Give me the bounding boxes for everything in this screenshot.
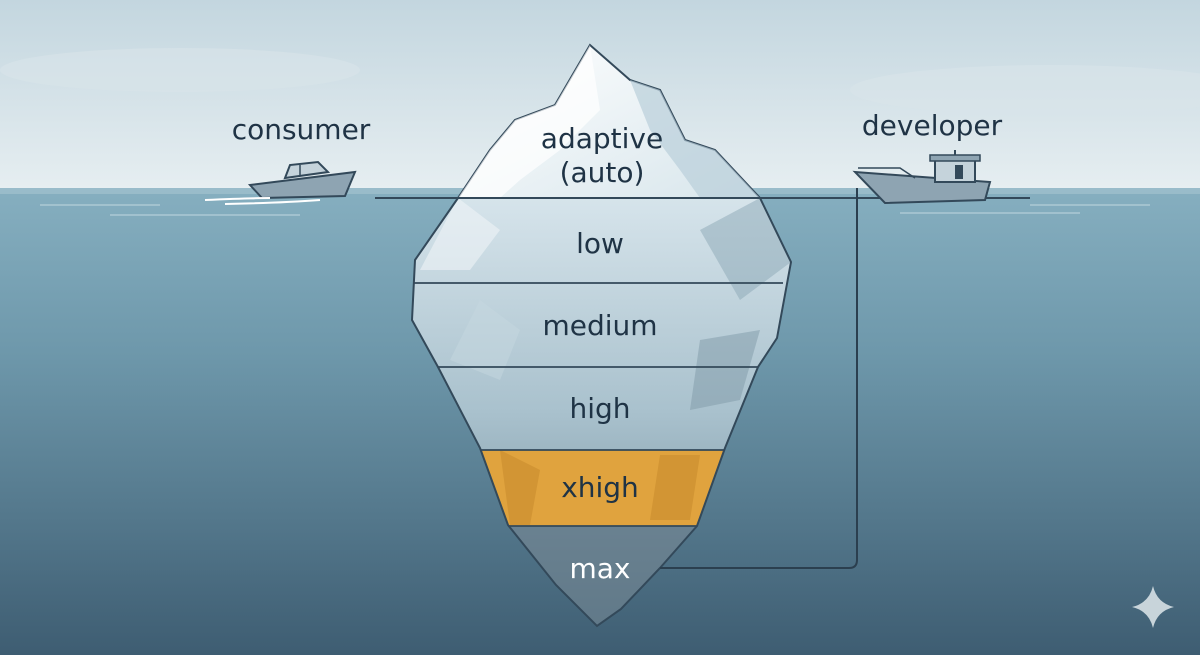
developer-boat <box>852 150 992 205</box>
developer-label: developer <box>862 109 1003 142</box>
consumer-label: consumer <box>232 113 371 146</box>
level-medium: medium <box>542 309 657 342</box>
tip-label-line-1: adaptive <box>541 122 663 155</box>
cloud <box>850 65 1200 115</box>
level-high: high <box>569 392 630 425</box>
developer-line <box>660 188 858 569</box>
level-max: max <box>569 552 630 585</box>
sparkle-icon <box>1132 586 1174 628</box>
level-low: low <box>576 227 624 260</box>
surface-ripples <box>40 204 1150 216</box>
cloud <box>0 48 360 92</box>
level-xhigh: xhigh <box>561 471 639 504</box>
iceberg-tip <box>456 43 763 199</box>
consumer-boat <box>204 160 357 205</box>
tip-label-line-2: (auto) <box>560 156 645 189</box>
